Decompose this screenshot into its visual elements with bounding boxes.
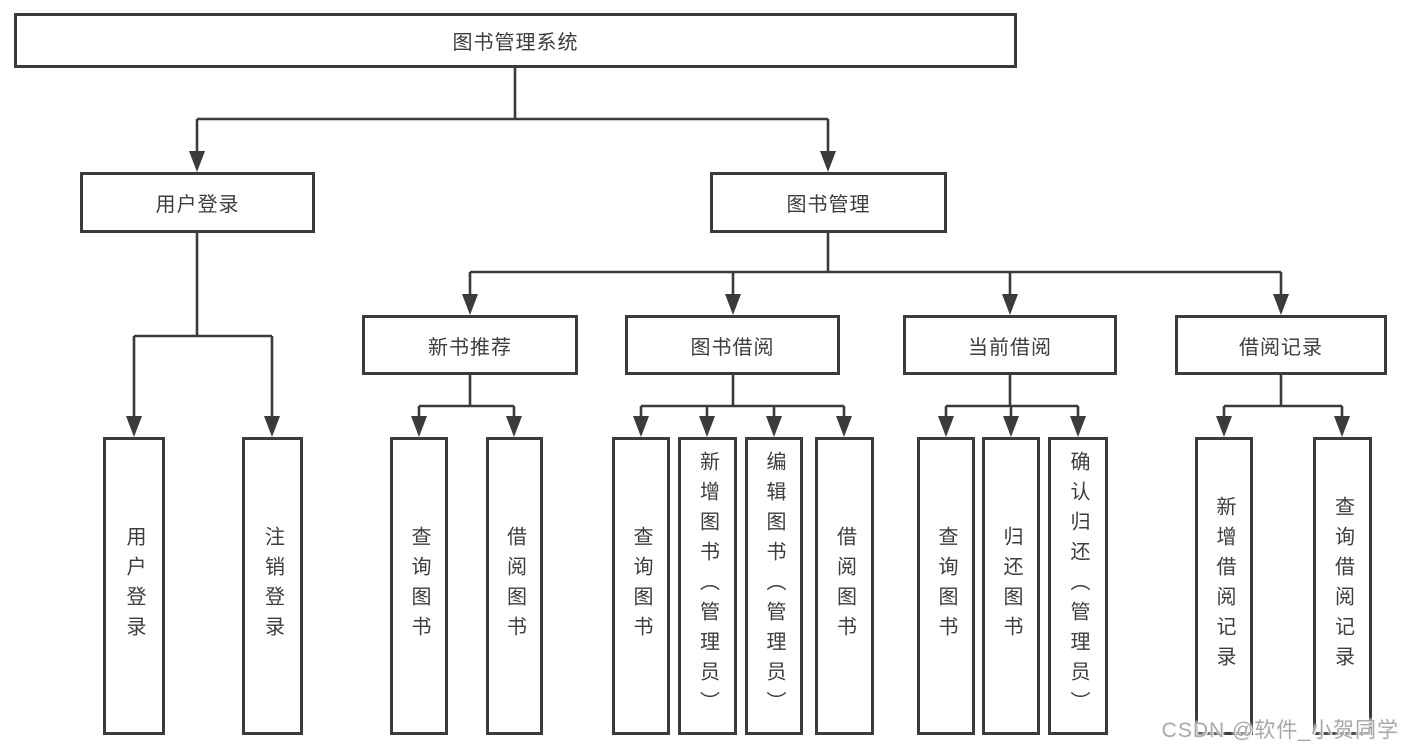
node-current-borrow-label: 当前借阅 bbox=[968, 336, 1052, 359]
leaf-borrow-books: 借阅图书 bbox=[815, 437, 874, 735]
node-borrow-records-label: 借阅记录 bbox=[1239, 336, 1323, 359]
node-library-system: 图书管理系统 bbox=[14, 13, 1017, 68]
node-library-system-label: 图书管理系统 bbox=[452, 32, 579, 54]
leaf-add-books-admin: 新增图书（管理员） bbox=[678, 437, 737, 735]
leaf-borrow-books-label: 借阅图书 bbox=[833, 526, 856, 646]
leaf-edit-books-admin: 编辑图书（管理员） bbox=[745, 437, 803, 735]
leaf-user-login: 用户登录 bbox=[103, 437, 165, 735]
leaf-recommend-query-books: 查询图书 bbox=[390, 437, 448, 735]
node-user-login-label: 用户登录 bbox=[155, 194, 240, 216]
node-book-management: 图书管理 bbox=[710, 172, 947, 233]
leaf-logout-label: 注销登录 bbox=[261, 526, 284, 646]
leaf-confirm-return-admin: 确认归还（管理员） bbox=[1048, 437, 1108, 735]
leaf-recommend-query-books-label: 查询图书 bbox=[408, 526, 430, 646]
leaf-current-query-books: 查询图书 bbox=[917, 437, 975, 735]
node-new-book-recommend: 新书推荐 bbox=[362, 315, 578, 375]
node-book-borrow-label: 图书借阅 bbox=[690, 336, 775, 359]
node-user-login: 用户登录 bbox=[80, 172, 315, 233]
node-current-borrow: 当前借阅 bbox=[903, 315, 1117, 375]
csdn-watermark: CSDN @软件_小贺同学 bbox=[1161, 719, 1399, 742]
leaf-current-query-books-label: 查询图书 bbox=[935, 526, 957, 646]
leaf-query-borrow-record: 查询借阅记录 bbox=[1313, 437, 1372, 735]
leaf-add-books-admin-label: 新增图书（管理员） bbox=[696, 451, 719, 721]
leaf-add-borrow-record: 新增借阅记录 bbox=[1195, 437, 1253, 735]
leaf-recommend-borrow-books-label: 借阅图书 bbox=[503, 526, 526, 646]
leaf-return-books: 归还图书 bbox=[982, 437, 1040, 735]
leaf-query-borrow-record-label: 查询借阅记录 bbox=[1331, 496, 1354, 676]
leaf-recommend-borrow-books: 借阅图书 bbox=[486, 437, 543, 735]
leaf-edit-books-admin-label: 编辑图书（管理员） bbox=[763, 451, 785, 721]
node-new-book-recommend-label: 新书推荐 bbox=[428, 336, 512, 359]
leaf-return-books-label: 归还图书 bbox=[1000, 526, 1022, 646]
node-book-management-label: 图书管理 bbox=[786, 194, 871, 216]
leaf-user-login-label: 用户登录 bbox=[123, 526, 145, 646]
node-book-borrow: 图书借阅 bbox=[625, 315, 840, 375]
leaf-borrow-query-books-label: 查询图书 bbox=[630, 526, 652, 646]
leaf-add-borrow-record-label: 新增借阅记录 bbox=[1213, 496, 1235, 676]
leaf-confirm-return-admin-label: 确认归还（管理员） bbox=[1067, 451, 1089, 721]
leaf-borrow-query-books: 查询图书 bbox=[612, 437, 670, 735]
leaf-logout: 注销登录 bbox=[242, 437, 303, 735]
node-borrow-records: 借阅记录 bbox=[1175, 315, 1387, 375]
